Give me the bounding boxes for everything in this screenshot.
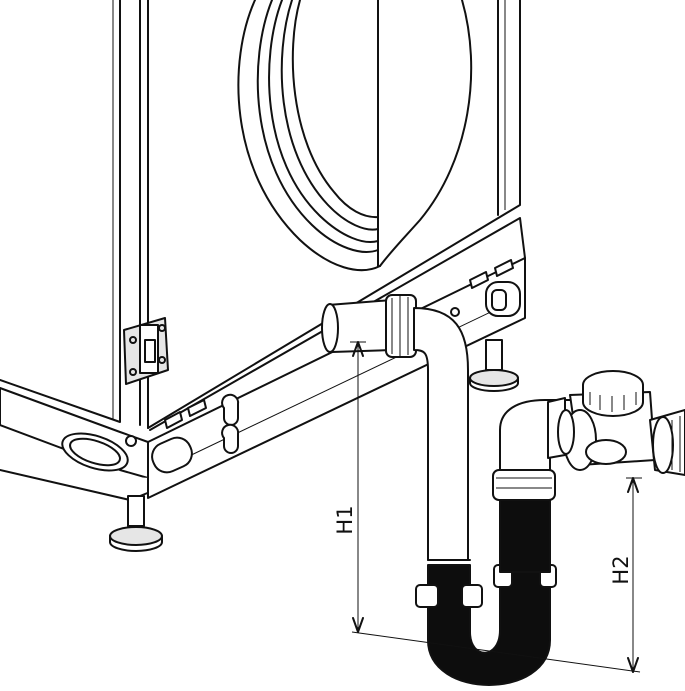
door-hinge xyxy=(123,317,169,385)
dimension-h1 xyxy=(350,341,641,673)
dimension-h2 xyxy=(626,477,642,673)
machine-foot-left xyxy=(109,495,163,552)
h1-label: H1 xyxy=(333,505,357,534)
door-porthole xyxy=(237,0,473,272)
machine-foot-right xyxy=(469,339,519,392)
siphon-fitting xyxy=(492,370,685,573)
h2-label: H2 xyxy=(609,555,633,584)
